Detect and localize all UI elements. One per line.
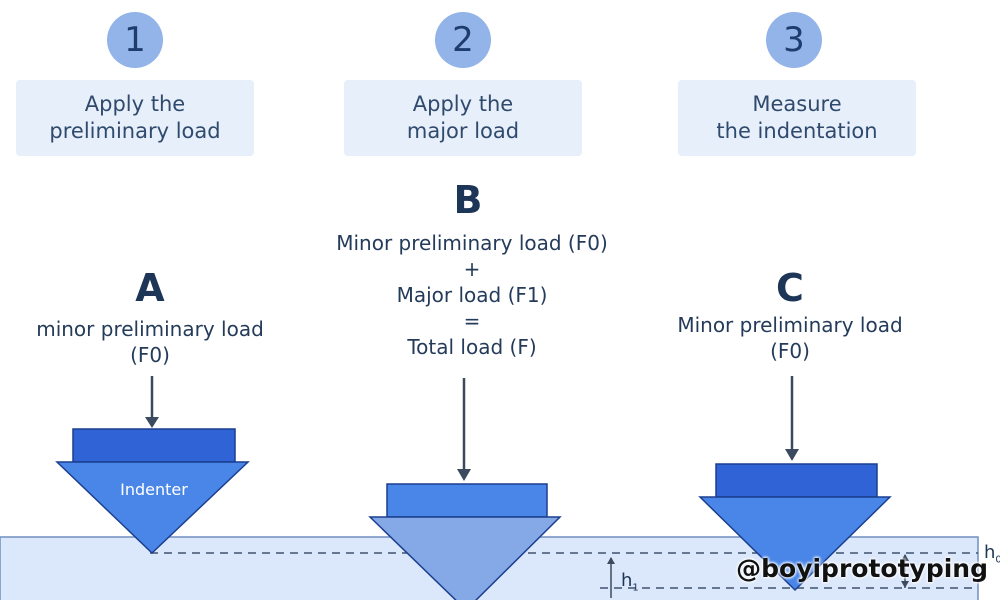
h0-label: h0 [984, 542, 1000, 566]
h0-subscript: 0 [995, 554, 1000, 566]
load-arrow-c-head [785, 449, 799, 461]
step-2-badge: 2 [435, 12, 491, 68]
indenter-a-body [72, 428, 236, 463]
h0-arrow-bottom [901, 581, 909, 588]
step-3-label: Measure the indentation [678, 80, 916, 156]
step-3-badge: 3 [766, 12, 822, 68]
step-2-label: Apply the major load [344, 80, 582, 156]
indenter-b-body [386, 483, 548, 518]
indenter-label: Indenter [120, 480, 188, 499]
h1-arrow-top [607, 557, 615, 564]
step-1-badge: 1 [107, 12, 163, 68]
h1-label: h1 [621, 570, 639, 594]
stage-b-caption: Minor preliminary load (F0) + Major load… [336, 231, 608, 359]
h0-arrow-top [901, 554, 909, 561]
load-arrow-b-head [457, 469, 471, 481]
stage-a-letter: A [135, 266, 165, 310]
watermark: @boyiprototyping [736, 554, 988, 583]
indenter-c-tip [698, 496, 892, 592]
step-1-label: Apply the preliminary load [16, 80, 254, 156]
stage-b-letter: B [453, 178, 483, 222]
h1-letter: h [621, 570, 633, 591]
indenter-b-tip [368, 516, 562, 600]
stage-a-caption: minor preliminary load (F0) [36, 317, 264, 367]
stage-c-caption: Minor preliminary load (F0) [677, 313, 903, 363]
load-arrow-a-head [145, 417, 159, 428]
h0-letter: h [984, 542, 996, 563]
h1-subscript: 1 [632, 582, 639, 594]
indenter-c-body [715, 463, 878, 498]
stage-c-letter: C [776, 266, 804, 310]
indenter-a-tip [55, 461, 250, 555]
